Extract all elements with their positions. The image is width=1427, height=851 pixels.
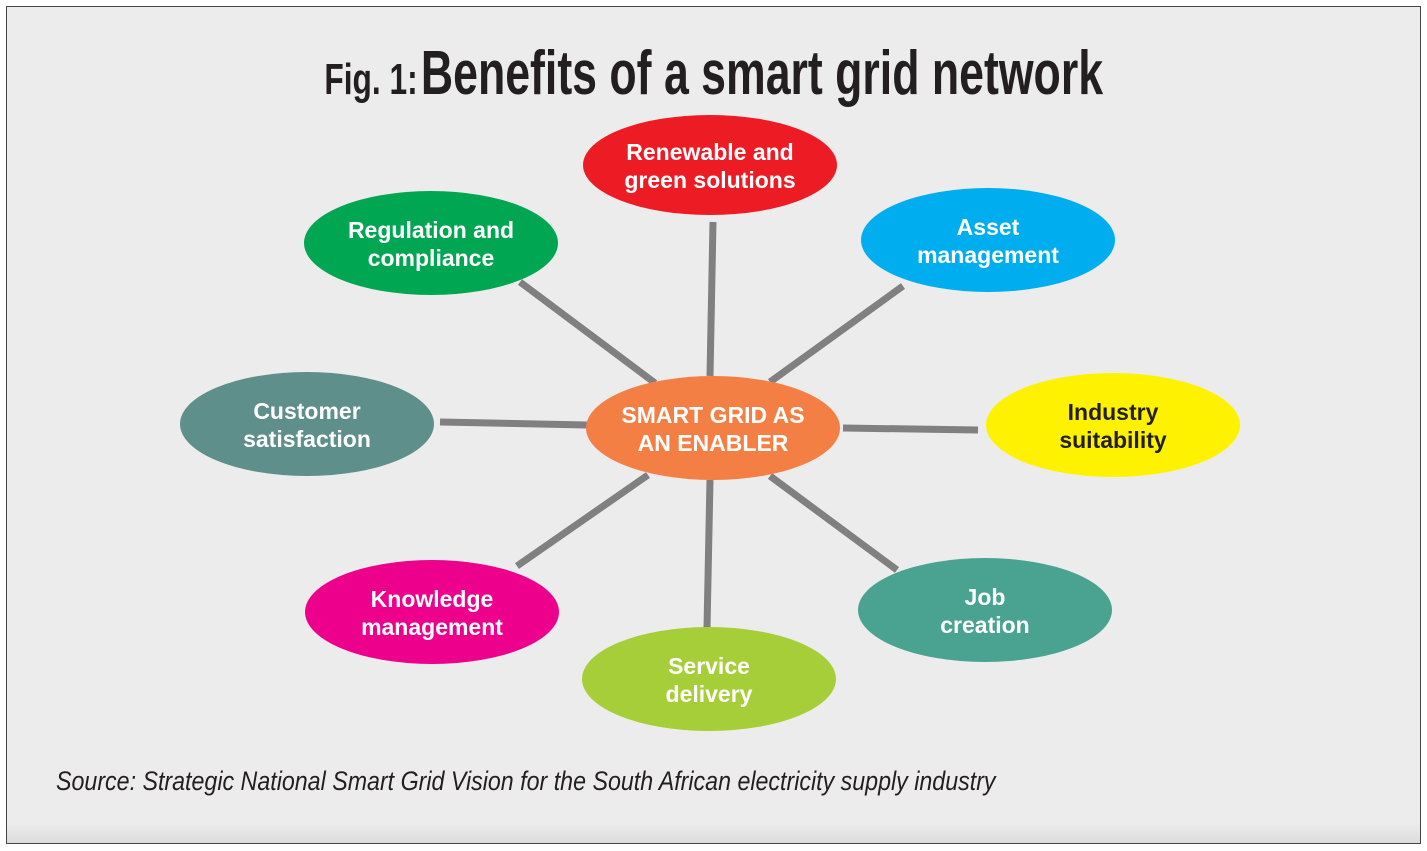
renewable-ellipse [583, 115, 837, 215]
industry-ellipse [986, 373, 1240, 477]
bottom-strip [7, 823, 1420, 843]
source-caption: Source: Strategic National Smart Grid Vi… [56, 766, 996, 796]
renewable-label-line: green solutions [624, 167, 795, 193]
regulation-label-line: Regulation and [348, 217, 514, 243]
regulation-label-line: compliance [368, 245, 495, 271]
customer-ellipse [180, 372, 434, 476]
figure-number: Fig. 1: [324, 55, 418, 104]
connector-industry [842, 424, 979, 434]
figure-title: Fig. 1: Benefits of a smart grid network [0, 38, 1427, 109]
asset-label-line: Asset [957, 214, 1020, 240]
figure-title-text: Benefits of a smart grid network [420, 39, 1103, 108]
renewable-label-line: Renewable and [626, 139, 793, 165]
connector-regulation [517, 279, 658, 386]
service-ellipse [582, 627, 836, 731]
asset-label-line: management [917, 242, 1059, 268]
connector-asset [767, 283, 906, 385]
connector-knowledge [515, 472, 650, 569]
regulation-ellipse [304, 191, 558, 295]
job-label-line: Job [965, 584, 1006, 610]
knowledge-label-line: Knowledge [371, 586, 494, 612]
knowledge-ellipse [305, 560, 559, 664]
job-ellipse [858, 558, 1112, 662]
industry-label-line: Industry [1068, 399, 1159, 425]
knowledge-label-line: management [361, 614, 503, 640]
center-ellipse [586, 376, 840, 480]
center-label-line: AN ENABLER [638, 430, 789, 456]
job-label-line: creation [940, 612, 1029, 638]
service-label-line: Service [668, 653, 750, 679]
connector-renewable [706, 221, 717, 377]
center-label-line: SMART GRID AS [621, 402, 804, 428]
asset-ellipse [861, 188, 1115, 292]
industry-label-line: suitability [1059, 427, 1167, 453]
service-label-line: delivery [666, 681, 753, 707]
customer-label-line: Customer [253, 398, 360, 424]
connector-customer [439, 418, 588, 429]
customer-label-line: satisfaction [243, 426, 371, 452]
connector-job [767, 473, 900, 573]
connector-service [703, 479, 714, 629]
